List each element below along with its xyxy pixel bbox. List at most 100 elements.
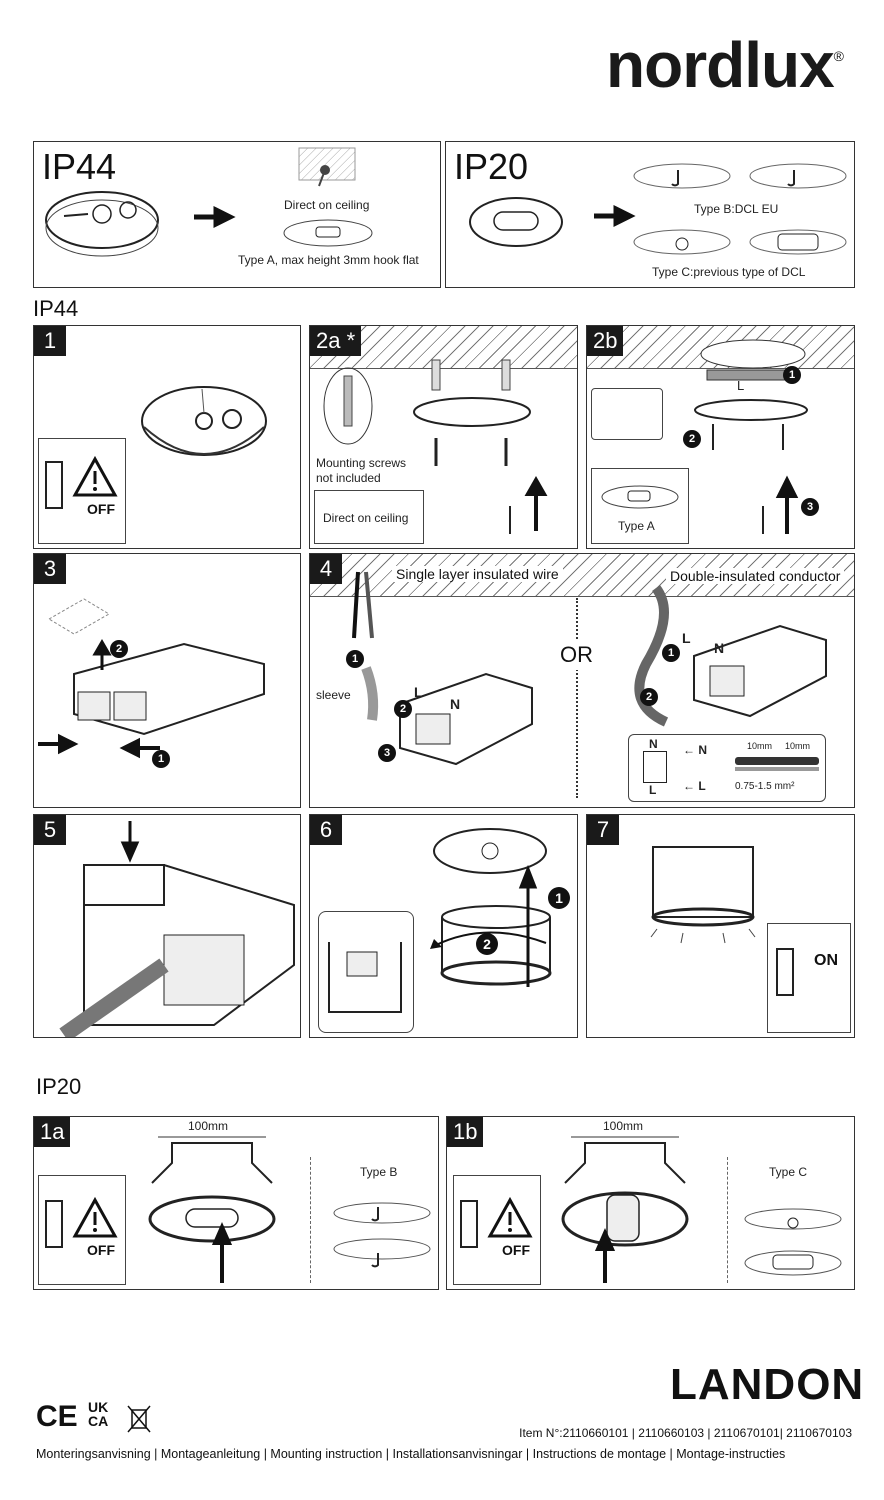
inner-detail-box xyxy=(318,911,414,1033)
detail-N-label: N xyxy=(649,737,658,751)
strip-length-a: 10mm xyxy=(747,741,773,751)
wall-switch-icon xyxy=(460,1200,478,1248)
type-a-box: Type A xyxy=(591,468,689,544)
double-wire-illustration xyxy=(634,584,669,727)
arrow-left-icon xyxy=(119,737,160,759)
terminal-cover-illustration xyxy=(48,598,110,635)
screwdriver-arrow-icon xyxy=(762,475,799,534)
distance-label: L xyxy=(737,378,745,393)
driver-box-illustration xyxy=(73,642,265,736)
direct-on-ceiling-label: Direct on ceiling xyxy=(323,511,409,525)
step-number: 7 xyxy=(587,815,619,845)
step-number: 1 xyxy=(34,326,66,356)
base-screws-illustration xyxy=(694,399,808,450)
wall-plug-detail-illustration xyxy=(323,367,373,445)
switch-off-box: OFF xyxy=(38,1175,126,1285)
bracket-base-illustration xyxy=(561,1136,689,1283)
arrow-up-icon xyxy=(518,864,538,987)
callout-1: 1 xyxy=(346,650,364,668)
wall-switch-icon xyxy=(776,948,794,996)
ceiling-hook-illustration xyxy=(298,147,356,187)
step-number: 2b xyxy=(587,326,624,356)
ip44-title: IP44 xyxy=(42,146,117,187)
ip20-base-illustration xyxy=(469,197,563,247)
step-3-panel: 3 2 1 xyxy=(33,553,301,808)
wiring-detail-box: N L ← N ← L 10mm 10mm 0.75-1.5 mm² xyxy=(628,734,826,802)
right-N-label: N xyxy=(714,640,725,656)
width-label: 100mm xyxy=(603,1119,644,1133)
mounting-screws-note: Mounting screws not included xyxy=(316,456,407,485)
rotate-arrow-icon xyxy=(430,931,547,949)
base-with-screws-illustration xyxy=(413,359,531,466)
weee-bin-icon xyxy=(127,1405,151,1433)
step-number: 1a xyxy=(34,1117,71,1147)
step-5-panel: 5 xyxy=(33,814,301,1038)
section-ip44-heading: IP44 xyxy=(33,296,79,321)
right-L-label: L xyxy=(682,630,691,646)
step-number: 6 xyxy=(310,815,342,845)
ip20-title: IP20 xyxy=(454,146,529,187)
step-1b-panel: 1b OFF 100mm Type C xyxy=(446,1116,855,1290)
terminal-box-right-illustration xyxy=(693,624,827,718)
step-2a-panel: 2a * Mounting screws not included Direct… xyxy=(309,325,578,549)
switch-off-box: OFF xyxy=(453,1175,541,1285)
on-label: ON xyxy=(814,952,838,969)
callout-1: 1 xyxy=(152,750,170,768)
single-wire-label: Single layer insulated wire xyxy=(392,566,563,582)
cylinder-luminaire-illustration xyxy=(440,905,552,986)
type-c-plates-illustration xyxy=(633,229,847,255)
type-a-plate-illustration xyxy=(283,219,373,247)
step-7-panel: 7 ON xyxy=(586,814,855,1038)
width-label: 100mm xyxy=(188,1119,229,1133)
callout-2: 2 xyxy=(640,688,658,706)
languages-line: Monteringsanvisning | Montageanleitung |… xyxy=(36,1447,786,1461)
terminal-closeup-illustration xyxy=(59,864,295,1037)
product-name: LANDON xyxy=(670,1360,865,1409)
wall-switch-icon xyxy=(45,1200,63,1248)
terminal-box-left-illustration xyxy=(399,672,533,766)
type-b-label: Type B xyxy=(360,1165,398,1179)
ukca-mark: UK CA xyxy=(88,1399,109,1429)
ce-mark: CE xyxy=(36,1400,78,1433)
sleeve-illustration xyxy=(361,666,379,721)
callout-1: 1 xyxy=(783,366,801,384)
ip44-direct-label: Direct on ceiling xyxy=(284,198,370,212)
left-L-label: L xyxy=(414,684,423,700)
overview-ip44-panel: IP44 Direct on ceiling Type A, max heigh… xyxy=(33,141,441,288)
overview-ip20-panel: IP20 Type B:DCL EU Type C:previous type … xyxy=(445,141,855,288)
wall-switch-icon xyxy=(45,461,63,509)
off-label: OFF xyxy=(87,1242,115,1258)
ip20-typeb-label: Type B:DCL EU xyxy=(694,202,779,216)
base-top-illustration xyxy=(433,828,547,874)
arrow-right-icon xyxy=(594,204,636,228)
callout-2: 2 xyxy=(394,700,412,718)
wire-pair-illustration xyxy=(352,571,374,639)
off-label: OFF xyxy=(502,1242,530,1258)
double-insulated-label: Double-insulated conductor xyxy=(666,568,845,584)
section-ip20-heading: IP20 xyxy=(36,1074,82,1099)
screwdriver-arrow-icon xyxy=(509,475,548,534)
dashed-divider xyxy=(727,1157,728,1283)
warning-icon xyxy=(72,1196,118,1238)
arrow-right-icon xyxy=(194,205,236,229)
callout-3: 3 xyxy=(378,744,396,762)
step-4-panel: 4 Single layer insulated wire 1 sleeve L… xyxy=(309,553,855,808)
cross-section-label: 0.75-1.5 mm² xyxy=(735,781,795,792)
type-a-plate-illustration xyxy=(601,485,679,509)
brand-logo: nordlux® xyxy=(606,28,844,102)
warning-icon xyxy=(487,1196,533,1238)
callout-2: 2 xyxy=(110,640,128,658)
switch-on-box: ON xyxy=(767,923,851,1033)
ip44-typea-label: Type A, max height 3mm hook flat xyxy=(238,253,419,267)
or-divider xyxy=(576,598,578,798)
bracket-base-illustration xyxy=(148,1136,276,1283)
type-c-plates-illustration xyxy=(744,1208,842,1276)
step-number: 5 xyxy=(34,815,66,845)
step-number: 1b xyxy=(447,1117,484,1147)
asterisk-mark: * xyxy=(346,328,356,353)
switch-off-box: OFF xyxy=(38,438,126,544)
detail-L-label: L xyxy=(649,783,657,797)
ip44-base-illustration xyxy=(45,191,159,257)
step-2b-panel: 2b 1 L 2 Type A 3 xyxy=(586,325,855,549)
base-plate-illustration xyxy=(141,386,267,456)
